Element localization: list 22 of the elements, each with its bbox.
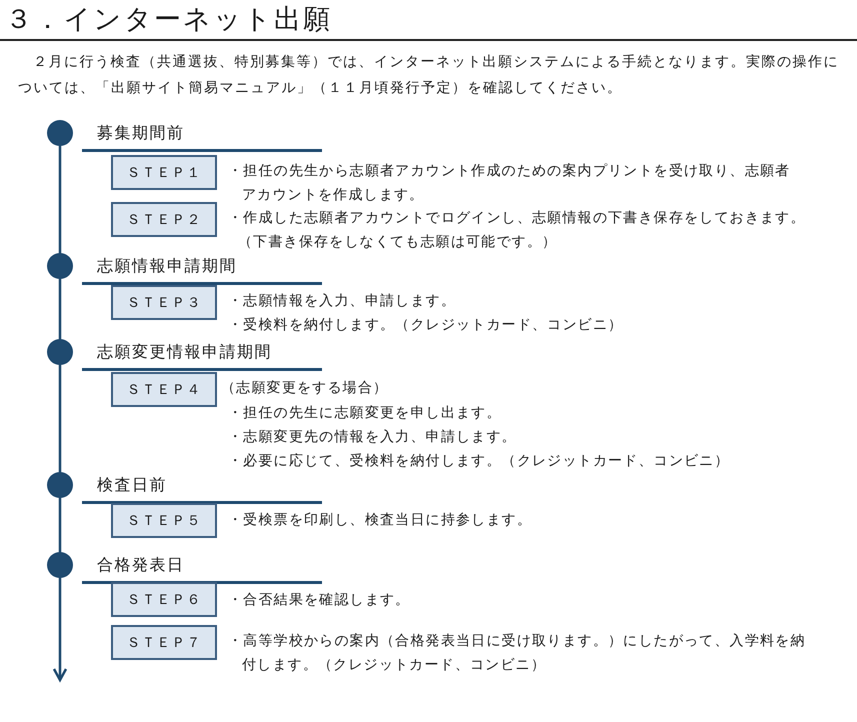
step-box: ＳＴＥＰ５ (111, 503, 217, 538)
step-description: ・志願変更先の情報を入力、申請します。 (228, 428, 518, 447)
step-description: ・受検票を印刷し、検査当日に持参します。 (228, 511, 533, 530)
step-box: ＳＴＥＰ６ (111, 582, 217, 617)
step-description: （志願変更をする場合） (221, 379, 390, 398)
step-box: ＳＴＥＰ７ (111, 625, 217, 660)
step-box: ＳＴＥＰ３ (111, 285, 217, 320)
step-box: ＳＴＥＰ１ (111, 155, 217, 190)
step-box: ＳＴＥＰ２ (111, 202, 217, 237)
step-description: ・作成した志願者アカウントでログインし、志願情報の下書き保存をしておきます。 (228, 209, 807, 228)
step-description: ・担任の先生に志願変更を申し出ます。 (228, 404, 503, 423)
step-box: ＳＴＥＰ４ (111, 372, 217, 407)
step-description: ・必要に応じて、受検料を納付します。（クレジットカード、コンビニ） (228, 452, 731, 471)
step-description: ・受検料を納付します。（クレジットカード、コンビニ） (228, 316, 624, 335)
intro-text: ２月に行う検査（共通選抜、特別募集等）では、インターネット出願システムによる手続となります。実際の操作については、「出願サイト簡易マニュアル」（１１月頃発行予定）を確認してください。 (18, 53, 840, 98)
phase-heading: 募集期間前 (82, 122, 322, 152)
step-description: ・高等学校からの案内（合格発表当日に受け取ります。）にしたがって、入学料を納付します。（クレジットカード、コンビニ） (228, 632, 807, 675)
title: ３．インターネット出願 (5, 3, 332, 37)
step-description: ・志願情報を入力、申請します。 (228, 292, 457, 311)
step-description: ・担任の先生から志願者アカウント作成のための案内プリントを受け取り、志願者アカウントを作成します。 (228, 162, 792, 205)
step-description: （下書き保存をしなくても志願は可能です。） (238, 233, 558, 252)
step-description: ・合否結果を確認します。 (228, 591, 412, 610)
